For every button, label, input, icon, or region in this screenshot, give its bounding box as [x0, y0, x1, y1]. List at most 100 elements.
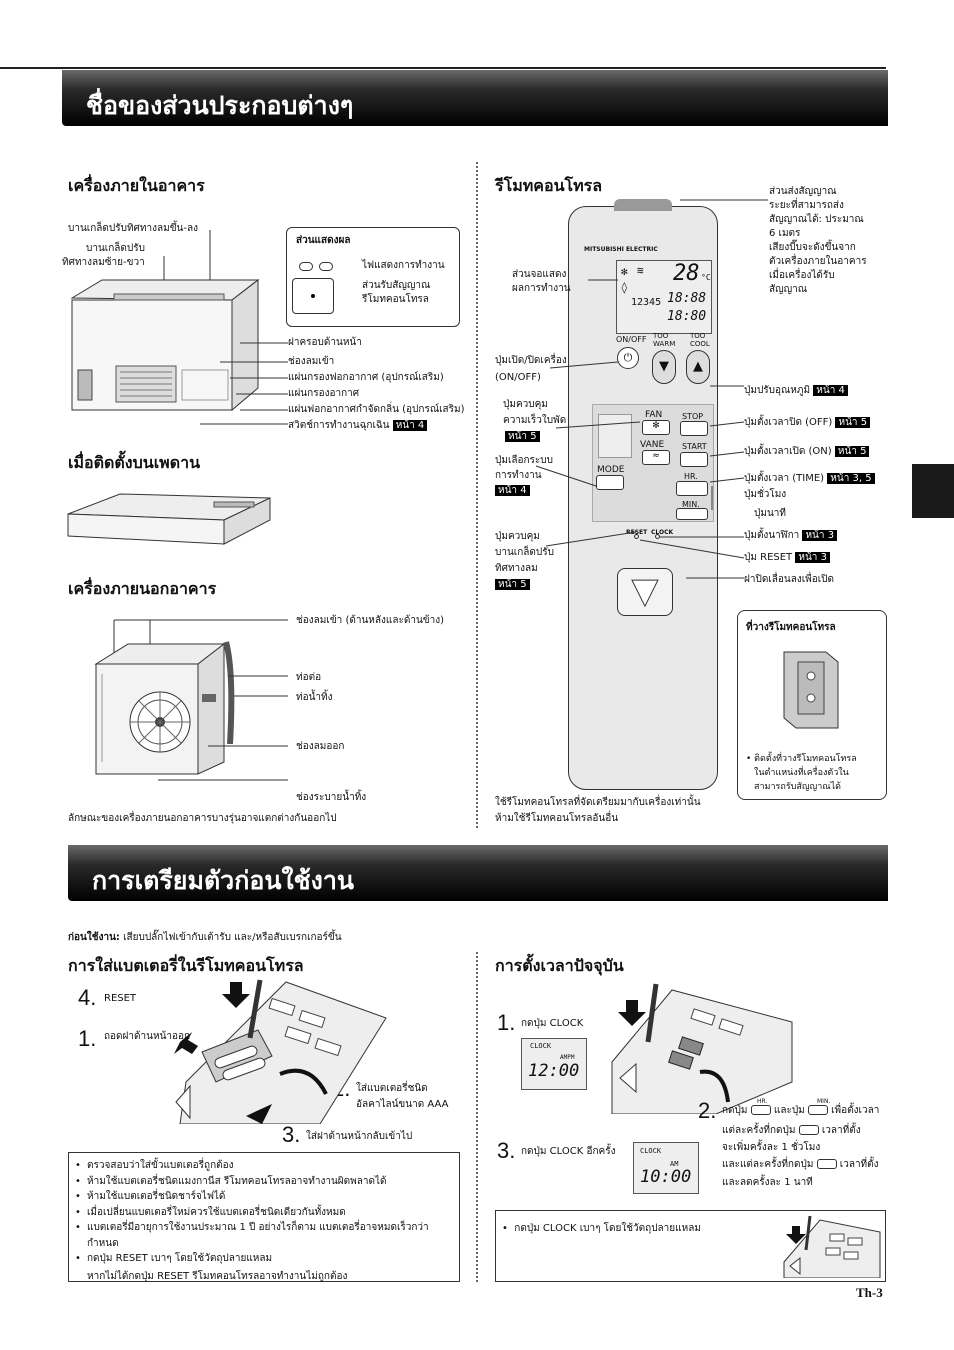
label-onoff-1: ปุ่มเปิด/ปิดเครื่อง: [495, 355, 567, 366]
before-use-text: เสียบปลั๊กไฟเข้ากับเต้ารับ และ/หรือสับเบ…: [123, 932, 342, 943]
mode-button[interactable]: [596, 475, 624, 490]
toocool-2: COOL: [690, 340, 710, 348]
emitter-line-4: 6 เมตร: [769, 228, 801, 239]
label-fan-1: ปุ่มควบคุม: [503, 399, 548, 410]
remote-lcd: ✻ ◊ ≋ 28 °C 18:88 18:80 12345: [616, 260, 712, 334]
label-emergency-switch: สวิตช์การทำงานฉุกเฉิน หน้า 4: [288, 419, 428, 433]
label-fan-2: ความเร็วใบพัด: [503, 415, 567, 426]
label-mode-1: ปุ่มเลือกระบบ: [495, 455, 553, 466]
temp-text: ปุ่มปรับอุณหภูมิ: [744, 385, 811, 396]
step-2-text-1: ใส่แบตเตอรี่ชนิด: [356, 1083, 428, 1094]
battery-notes: ตรวจสอบว่าใส่ขั้วแบตเตอรี่ถูกต้อง ห้ามใช…: [69, 1153, 459, 1267]
s2-b: และปุ่ม: [773, 1105, 805, 1116]
time-page-badge: หน้า 3, 5: [827, 473, 875, 484]
battery-note-3: ห้ามใช้แบตเตอรี่ชนิดชาร์จไฟได้: [73, 1189, 459, 1205]
section-banner-preparation: การเตรียมตัวก่อนใช้งาน: [68, 845, 888, 901]
step-4-text: RESET: [104, 993, 137, 1004]
label-vane-lr-1: บานเกล็ดปรับ: [86, 243, 145, 254]
clock-button[interactable]: [655, 534, 660, 539]
fan-icon: ✻: [621, 265, 628, 278]
label-drain-hose: ท่อน้ำทิ้ง: [296, 692, 333, 703]
clock-lcd-1-label: CLOCK: [530, 1042, 552, 1050]
mode-page-badge: หน้า 4: [495, 485, 530, 496]
fan-button[interactable]: ✻: [642, 420, 670, 435]
reset-button[interactable]: [634, 534, 639, 539]
label-air-filter: แผ่นกรองอากาศ: [288, 388, 360, 399]
btn-mode-label: MODE: [597, 465, 625, 475]
lcd-time-2: 18:80: [667, 309, 707, 324]
lbl-clock: CLOCK: [651, 529, 674, 536]
emitter-line-8: สัญญาณ: [769, 284, 808, 295]
off-timer-button[interactable]: [680, 421, 708, 436]
lcd-temp: 28: [673, 261, 700, 286]
label-outdoor-inlet: ช่องลมเข้า (ด้านหลังและด้านข้าง): [296, 615, 445, 626]
battery-note-last: หากไม่ได้กดปุ่ม RESET รีโมทคอนโทรลอาจทำง…: [87, 1270, 348, 1282]
label-vane-2: บานเกล็ดปรับ: [495, 547, 554, 558]
label-reset: ปุ่ม RESET หน้า 3: [744, 551, 830, 565]
outdoor-unit-drawing: [94, 619, 288, 781]
label-vane-lr-2: ทิศทางลมซ้าย-ขวา: [62, 257, 145, 268]
clock-step-3: 3.: [497, 1138, 516, 1163]
label-receiver-1: ส่วนรับสัญญาณ: [362, 280, 431, 291]
outdoor-title: เครื่องภายนอกอาคาร: [68, 579, 217, 598]
off-timer-text: ปุ่มตั้งเวลาปิด (OFF): [744, 417, 833, 428]
btn-fan-label: FAN: [645, 410, 663, 420]
label-operation-lamp: ไฟแสดงการทำงาน: [362, 260, 445, 271]
on-timer-button[interactable]: [680, 452, 708, 467]
label-air-inlet: ช่องลมเข้า: [288, 356, 335, 367]
s2-c: เพื่อตั้งเวลา: [831, 1105, 880, 1116]
page-number: Th-3: [856, 1285, 883, 1300]
lbl-reset: RESET: [626, 529, 648, 536]
before-use: ก่อนใช้งาน: เสียบปลั๊กไฟเข้ากับเต้ารับ แ…: [68, 931, 342, 945]
outdoor-note: ลักษณะของเครื่องภายนอกอาคารบางรุ่นอาจแตก…: [68, 813, 337, 824]
minute-button[interactable]: [676, 508, 708, 520]
emitter-line-6: ตัวเครื่องภายในอาคาร: [769, 256, 867, 267]
s2-h: เวลาที่ตั้ง: [839, 1159, 879, 1170]
vane-button[interactable]: ≈: [642, 450, 670, 465]
emergency-switch-text: สวิตช์การทำงานฉุกเฉิน: [288, 420, 390, 431]
clock-lcd-2-label: CLOCK: [640, 1147, 662, 1155]
onoff-button[interactable]: ⏻: [617, 347, 639, 369]
emitter-line-1: ส่วนส่งสัญญาณ: [769, 186, 837, 197]
holder-drawing: [783, 651, 839, 729]
clock-step-2: 2.: [698, 1098, 717, 1123]
holder-note-3: สามารถรับสัญญาณได้: [754, 782, 841, 792]
display-panel-box: [286, 227, 460, 327]
clock-step-1-text: กดปุ่ม CLOCK: [521, 1018, 584, 1029]
label-vane-ud: บานเกล็ดปรับทิศทางลมขึ้น-ลง: [68, 223, 198, 234]
top-rule: [0, 67, 886, 69]
side-tab: [912, 464, 954, 518]
cover-slide-icon[interactable]: ▼: [617, 568, 673, 616]
emergency-page-badge: หน้า 4: [392, 420, 428, 431]
s2-g: และแต่ละครั้งที่กดปุ่ม: [722, 1159, 814, 1170]
hour-button[interactable]: [676, 481, 708, 496]
btn-start-label: START: [682, 442, 707, 451]
label-mode-2: การทำงาน: [495, 470, 542, 481]
holder-note-2: ในตำแหน่งที่เครื่องตัวใน: [754, 768, 849, 778]
hr-key-label: HR.: [757, 1098, 768, 1105]
battery-note-4: เมื่อเปลี่ยนแบตเตอรี่ใหม่ควรใช้แบตเตอรี่…: [73, 1205, 459, 1221]
hr-key-icon-2: [798, 1125, 819, 1135]
label-on-timer: ปุ่มตั้งเวลาเปิด (ON) หน้า 5: [744, 445, 870, 459]
on-page-badge: หน้า 5: [834, 446, 870, 457]
clock-step-2-line-5: และลดครั้งละ 1 นาที: [722, 1177, 813, 1188]
temp-up-button[interactable]: ▲: [686, 350, 710, 384]
lcd-unit: °C: [701, 273, 711, 282]
off-page-badge: หน้า 5: [835, 417, 871, 428]
min-key-label: MIN.: [817, 1098, 831, 1105]
label-lcd-2: ผลการทำงาน: [512, 283, 571, 294]
label-piping: ท่อต่อ: [296, 672, 322, 683]
battery-title: การใส่แบตเตอรี่ในรีโมทคอนโทรล: [68, 956, 304, 975]
holder-note-1-text: ติดตั้งที่วางรีโมทคอนโทรล: [754, 754, 857, 764]
label-air-outlet: ช่องลมออก: [296, 741, 345, 752]
label-cover: ฝาปิดเลื่อนลงเพื่อเปิด: [744, 574, 834, 585]
battery-note-1: ตรวจสอบว่าใส่ขั้วแบตเตอรี่ถูกต้อง: [73, 1158, 459, 1174]
s2-e: เวลาที่ตั้ง: [821, 1125, 861, 1136]
label-fan-page: หน้า 5: [505, 430, 540, 444]
mode-indicator: [598, 414, 632, 458]
step-3: 3.: [282, 1122, 301, 1147]
temp-down-button[interactable]: ▼: [652, 350, 676, 384]
toowarm-1: TOO: [653, 332, 669, 340]
clock-note-drawing: [783, 1215, 881, 1278]
